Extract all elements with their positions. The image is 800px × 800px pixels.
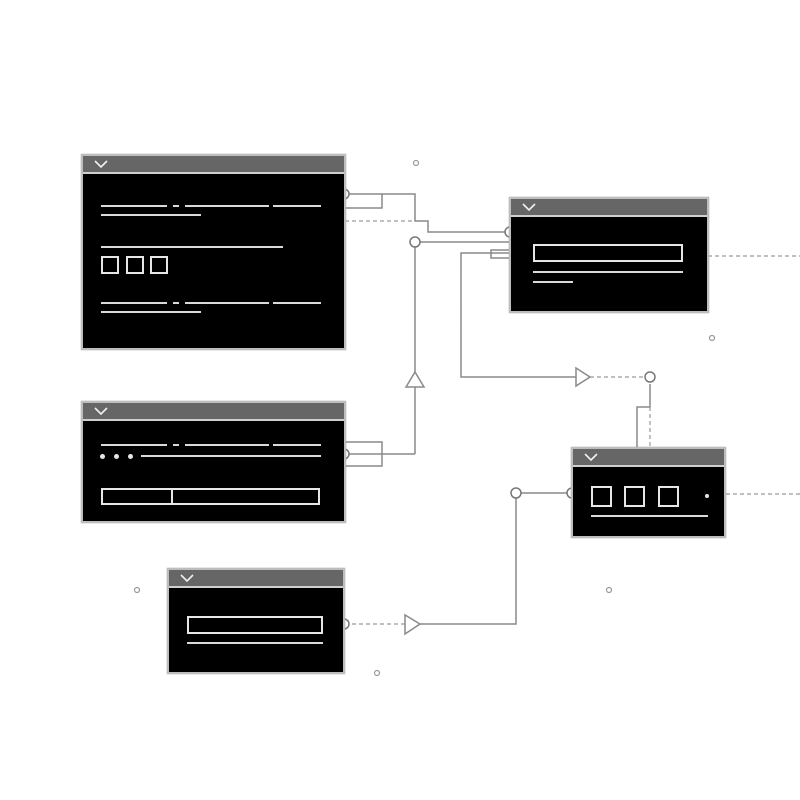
connector-port-icon[interactable] [510,487,522,499]
connector-a-to-d[interactable] [345,193,510,233]
node-b[interactable] [509,197,709,313]
bullet-dot [114,454,119,459]
checkbox[interactable] [624,486,645,507]
connector-b-stub [490,249,510,259]
input-field[interactable] [187,616,323,634]
checkbox[interactable] [658,486,679,507]
canvas-dot [133,586,141,594]
canvas-dot [412,159,420,167]
node-c[interactable] [81,401,346,523]
text-line [591,515,708,517]
connector-c-bracket [345,441,383,467]
connector-port-icon[interactable] [644,371,656,383]
connector-port-to-d2[interactable] [636,384,651,448]
node-header[interactable] [83,403,344,421]
connector-e-to-d2[interactable] [420,492,572,625]
chevron-down-icon[interactable] [93,157,109,171]
text-line [173,444,179,446]
node-header[interactable] [169,570,343,588]
text-line [173,205,179,207]
text-line [273,302,321,304]
triangle-arrow-icon [404,370,426,388]
connector-port-icon[interactable] [409,236,421,248]
checkbox[interactable] [101,256,119,274]
node-header[interactable] [83,156,344,174]
text-line [273,205,321,207]
node-a[interactable] [81,154,346,350]
text-line [187,642,323,644]
node-d[interactable] [571,447,726,538]
text-line [101,311,201,313]
triangle-arrow-icon [404,613,422,636]
segmented-field[interactable] [101,488,320,505]
chevron-down-icon[interactable] [93,404,109,418]
text-line [533,271,683,273]
bullet-dot [705,494,709,498]
text-line [533,281,573,283]
node-header[interactable] [511,199,707,217]
canvas-dot [373,669,381,677]
text-line [273,444,321,446]
node-e[interactable] [167,568,345,674]
text-line [141,455,321,457]
input-field[interactable] [533,244,683,262]
connector-a-bracket [344,194,383,209]
checkbox[interactable] [591,486,612,507]
chevron-down-icon[interactable] [179,571,195,585]
canvas-dot [605,586,613,594]
bullet-dot [128,454,133,459]
text-line [185,302,269,304]
chevron-down-icon[interactable] [583,450,599,464]
canvas-dot [708,334,716,342]
segment-divider [171,490,173,503]
checkbox[interactable] [126,256,144,274]
bullet-dot [100,454,105,459]
text-line [101,214,201,216]
chevron-down-icon[interactable] [521,200,537,214]
divider-line [101,246,283,248]
text-line [173,302,179,304]
checkbox[interactable] [150,256,168,274]
text-line [101,302,167,304]
text-line [101,205,167,207]
text-line [185,444,269,446]
text-line [185,205,269,207]
triangle-arrow-icon [575,366,592,388]
node-header[interactable] [573,449,724,467]
text-line [101,444,167,446]
